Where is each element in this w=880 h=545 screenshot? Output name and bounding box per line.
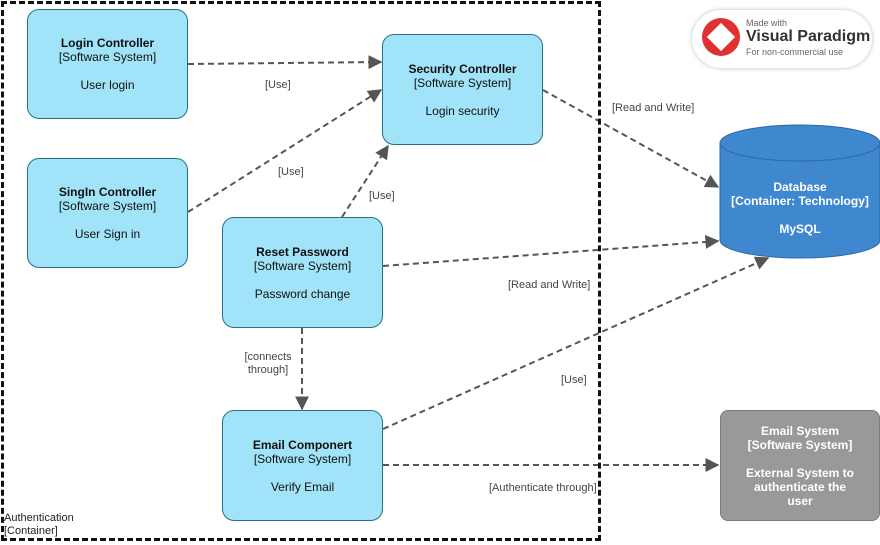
boundary-name: Authentication — [4, 512, 74, 524]
node-desc: User login — [80, 78, 135, 92]
node-title: Reset Password — [256, 244, 349, 259]
logo-brand-text: Visual Paradigm — [746, 28, 871, 45]
node-type: [Software System] — [58, 199, 157, 213]
database-label: Database [Container: Technology] MySQL — [720, 180, 880, 236]
boundary-label: Authentication [Container] — [4, 512, 74, 538]
edge-label-email-db: [Use] — [561, 374, 587, 387]
security-controller-node[interactable]: Security Controller [Software System] Lo… — [382, 34, 543, 145]
node-title: Email Componert — [252, 437, 353, 452]
visual-paradigm-logo: Made with Visual Paradigm For non-commer… — [692, 10, 872, 68]
node-desc: Login security — [425, 103, 500, 118]
authentication-boundary — [1, 1, 601, 541]
node-desc: Verify Email — [270, 479, 335, 494]
node-type: [Software System] — [413, 75, 512, 90]
edge-label-reset-security: [Use] — [369, 190, 395, 203]
database-title: Database — [773, 180, 827, 194]
edge-signin-security — [187, 89, 383, 213]
node-title: Email System — [760, 423, 840, 438]
email-component-node[interactable]: Email Componert [Software System] Verify… — [222, 410, 383, 521]
visual-paradigm-icon — [702, 18, 740, 56]
edge-label-security-db: [Read and Write] — [612, 102, 695, 115]
edge-reset-security — [341, 144, 389, 218]
reset-password-node[interactable]: Reset Password [Software System] Passwor… — [222, 217, 383, 328]
logo-small-text: Made with — [746, 18, 788, 28]
node-title: SingIn Controller — [58, 185, 157, 199]
boundary-type: [Container] — [4, 525, 58, 537]
node-type: [Software System] — [58, 50, 157, 64]
node-type: [Software System] — [747, 437, 853, 452]
database-type: [Container: Technology] — [731, 194, 869, 208]
node-desc: Password change — [254, 286, 351, 301]
email-system-node[interactable]: Email System [Software System] External … — [720, 410, 880, 521]
database-cylinder[interactable] — [719, 124, 880, 259]
node-desc: External System to authenticate the user — [745, 465, 855, 508]
node-desc: User Sign in — [74, 227, 141, 241]
node-type: [Software System] — [253, 258, 352, 273]
logo-sub-text: For non-commercial use — [746, 47, 844, 57]
edge-reset-db — [382, 234, 720, 267]
edge-label-signin-security: [Use] — [278, 166, 304, 179]
node-type: [Software System] — [253, 451, 352, 466]
edge-login-security — [187, 55, 383, 70]
edge-label-email-external: [Authenticate through] — [489, 482, 597, 495]
node-title: Security Controller — [408, 61, 517, 76]
login-controller-node[interactable]: Login Controller [Software System] User … — [27, 9, 188, 119]
edge-label-login-security: [Use] — [265, 79, 291, 92]
edge-label-reset-email: [connects through] — [237, 351, 299, 377]
node-title: Login Controller — [60, 36, 155, 50]
edge-email-db — [382, 256, 770, 430]
database-desc: MySQL — [779, 222, 821, 236]
edge-label-reset-db: [Read and Write] — [508, 279, 591, 292]
signin-controller-node[interactable]: SingIn Controller [Software System] User… — [27, 158, 188, 268]
edge-security-db — [542, 89, 720, 188]
